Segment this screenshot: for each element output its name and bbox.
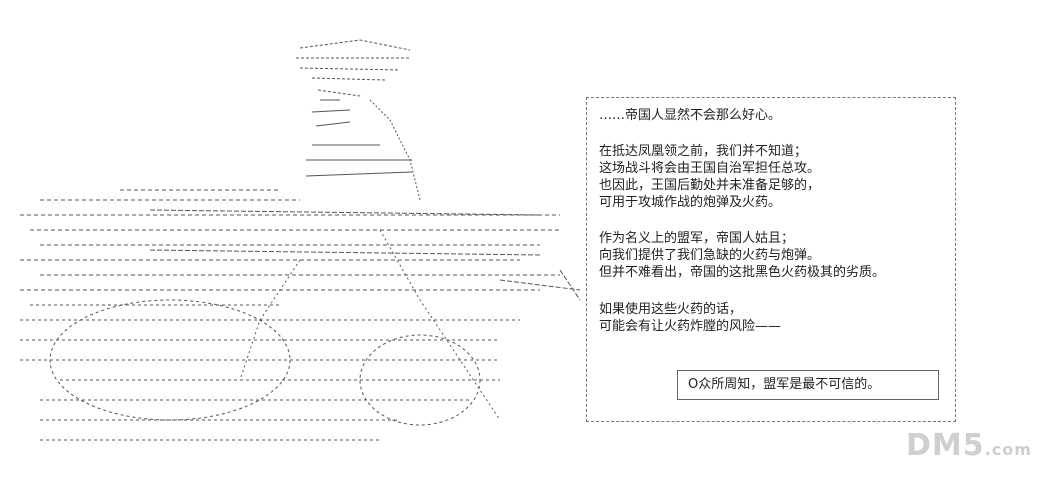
logo-text: DM5 <box>906 428 985 463</box>
dialogue-line: ……帝国人显然不会那么好心。 <box>599 108 782 123</box>
dialogue-box: ……帝国人显然不会那么好心。 在抵达凤凰领之前，我们并不知道； 这场战斗将会由王… <box>586 97 956 422</box>
dialogue-line: 也因此，王国后勤处并未准备足够的， <box>599 178 821 193</box>
dm5-logo: DM5.com <box>906 428 1032 463</box>
dialogue-line: 向我们提供了我们急缺的火药与炮弹。 <box>599 248 821 263</box>
logo-suffix: .com <box>984 440 1032 459</box>
note-box: O众所周知，盟军是最不可信的。 <box>677 370 939 400</box>
dialogue-line: 可能会有让火药炸膛的风险—— <box>599 319 782 334</box>
dialogue-line: 但并不难看出，帝国的这批黑色火药极其的劣质。 <box>599 265 886 280</box>
dialogue-line: 可用于攻城作战的炮弹及火药。 <box>599 195 782 210</box>
dialogue-line: 如果使用这些火药的话， <box>599 302 743 317</box>
dialogue-line: 作为名义上的盟军，帝国人姑且； <box>599 231 795 246</box>
dialogue-line: 这场战斗将会由王国自治军担任总攻。 <box>599 161 821 176</box>
dialogue-line: 在抵达凤凰领之前，我们并不知道； <box>599 144 808 159</box>
